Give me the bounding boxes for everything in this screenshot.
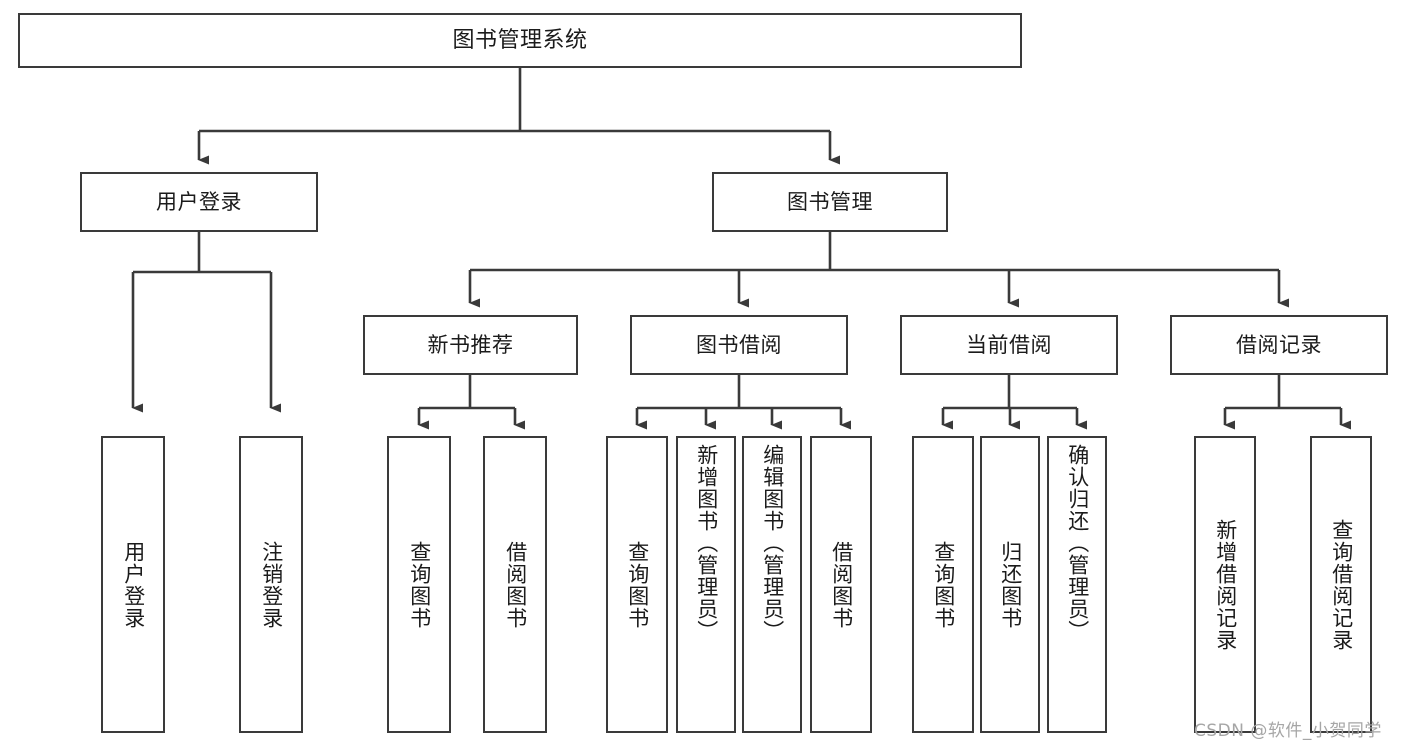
node-leaf-borrow-book-1-label: 借阅图书 xyxy=(503,540,528,629)
node-leaf-user-login-label: 用户登录 xyxy=(121,540,146,629)
node-leaf-borrow-book-1[interactable]: 借阅图书 xyxy=(483,436,547,733)
node-leaf-user-login[interactable]: 用户登录 xyxy=(101,436,165,733)
watermark-text: CSDN @软件_小贺同学 xyxy=(1194,721,1382,741)
node-current-borrow-label: 当前借阅 xyxy=(966,332,1052,357)
node-root-label: 图书管理系统 xyxy=(452,27,588,53)
node-leaf-edit-book-admin-label: 编辑图书（管理员） xyxy=(760,444,785,642)
node-leaf-edit-book-admin[interactable]: 编辑图书（管理员） xyxy=(742,436,802,733)
node-leaf-confirm-return-admin[interactable]: 确认归还（管理员） xyxy=(1047,436,1107,733)
node-leaf-query-book-1-label: 查询图书 xyxy=(407,540,432,629)
node-user-login[interactable]: 用户登录 xyxy=(80,172,318,232)
node-leaf-confirm-return-admin-label: 确认归还（管理员） xyxy=(1065,444,1090,642)
node-root[interactable]: 图书管理系统 xyxy=(18,13,1022,68)
node-borrow-record-label: 借阅记录 xyxy=(1236,332,1322,357)
node-leaf-query-book-2[interactable]: 查询图书 xyxy=(606,436,668,733)
node-leaf-user-logout-label: 注销登录 xyxy=(259,540,284,629)
node-leaf-query-book-2-label: 查询图书 xyxy=(625,540,650,629)
node-book-manage[interactable]: 图书管理 xyxy=(712,172,948,232)
node-leaf-return-book[interactable]: 归还图书 xyxy=(980,436,1040,733)
node-borrow-record[interactable]: 借阅记录 xyxy=(1170,315,1388,375)
node-leaf-user-logout[interactable]: 注销登录 xyxy=(239,436,303,733)
node-leaf-borrow-book-2[interactable]: 借阅图书 xyxy=(810,436,872,733)
node-leaf-add-borrow-record-label: 新增借阅记录 xyxy=(1213,518,1238,651)
node-leaf-query-book-1[interactable]: 查询图书 xyxy=(387,436,451,733)
node-new-book-recommend-label: 新书推荐 xyxy=(427,332,514,357)
node-book-borrow[interactable]: 图书借阅 xyxy=(630,315,848,375)
node-leaf-query-book-3[interactable]: 查询图书 xyxy=(912,436,974,733)
node-leaf-query-book-3-label: 查询图书 xyxy=(931,540,956,629)
node-leaf-query-borrow-record-label: 查询借阅记录 xyxy=(1329,518,1354,651)
node-user-login-label: 用户登录 xyxy=(156,189,242,214)
node-leaf-return-book-label: 归还图书 xyxy=(998,540,1023,629)
node-book-manage-label: 图书管理 xyxy=(787,189,873,214)
node-leaf-add-borrow-record[interactable]: 新增借阅记录 xyxy=(1194,436,1256,733)
node-new-book-recommend[interactable]: 新书推荐 xyxy=(363,315,578,375)
node-book-borrow-label: 图书借阅 xyxy=(696,332,782,357)
node-leaf-add-book-admin[interactable]: 新增图书（管理员） xyxy=(676,436,736,733)
node-current-borrow[interactable]: 当前借阅 xyxy=(900,315,1118,375)
node-leaf-add-book-admin-label: 新增图书（管理员） xyxy=(694,444,719,642)
node-leaf-query-borrow-record[interactable]: 查询借阅记录 xyxy=(1310,436,1372,733)
node-leaf-borrow-book-2-label: 借阅图书 xyxy=(829,540,854,629)
